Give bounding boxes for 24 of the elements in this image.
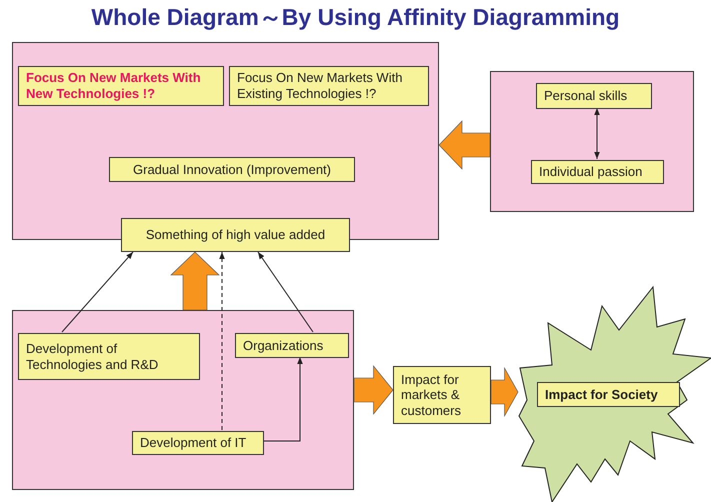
group-panel [490, 71, 694, 212]
block-arrow [170, 252, 220, 310]
arrow [594, 108, 600, 160]
note-card: Something of high value added [121, 218, 350, 252]
arrow [262, 356, 303, 442]
group-panel [12, 310, 354, 490]
group-panel [12, 42, 439, 240]
block-arrow [354, 365, 394, 415]
diagram-title: Whole Diagram～By Using Affinity Diagramming [90, 3, 621, 32]
arrow [62, 252, 134, 332]
note-card: Organizations [235, 333, 349, 358]
note-card: Development of Technologies and R&D [18, 333, 200, 380]
note-card: Individual passion [531, 160, 664, 184]
note-card: Impact for markets & customers [393, 366, 491, 424]
arrow [258, 252, 314, 332]
block-arrow [490, 366, 518, 418]
note-card: Impact for Society [537, 382, 680, 407]
note-card: Gradual Innovation (Improvement) [109, 157, 355, 182]
note-card: Personal skills [536, 83, 652, 109]
note-card: Development of IT [132, 431, 264, 455]
arrow [219, 252, 225, 430]
note-card: Focus On New Markets With Existing Technologies !? [229, 66, 429, 106]
block-arrow [438, 120, 490, 170]
note-card: Focus On New Markets With New Technologies !? [18, 66, 224, 106]
